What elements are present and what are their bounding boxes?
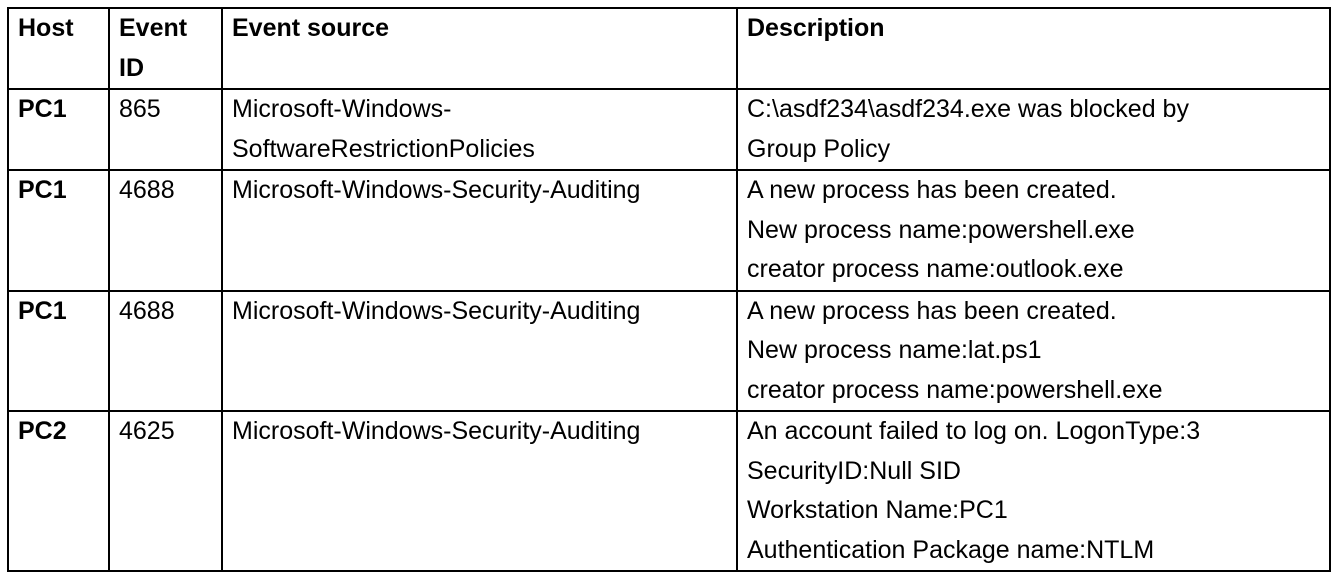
host-cell: PC1 xyxy=(7,88,110,171)
table-row: PC1 4688 Microsoft-Windows-Security-Audi… xyxy=(7,169,1331,292)
event-id-cell: 4625 xyxy=(108,410,223,572)
table-row: PC2 4625 Microsoft-Windows-Security-Audi… xyxy=(7,410,1331,572)
event-log-table: Host Event ID Event source Description P… xyxy=(7,7,1331,572)
event-source-cell: Microsoft-Windows- SoftwareRestrictionPo… xyxy=(221,88,738,171)
header-row: Host Event ID Event source Description xyxy=(7,7,1331,90)
header-description: Description xyxy=(736,7,1331,90)
description-cell: A new process has been created. New proc… xyxy=(736,289,1331,412)
description-cell: A new process has been created. New proc… xyxy=(736,169,1331,292)
table-row: PC1 865 Microsoft-Windows- SoftwareRestr… xyxy=(7,88,1331,171)
event-source-cell: Microsoft-Windows-Security-Auditing xyxy=(221,410,738,572)
header-event-id: Event ID xyxy=(108,7,223,90)
event-source-cell: Microsoft-Windows-Security-Auditing xyxy=(221,289,738,412)
header-host: Host xyxy=(7,7,110,90)
event-source-cell: Microsoft-Windows-Security-Auditing xyxy=(221,169,738,292)
event-id-cell: 4688 xyxy=(108,289,223,412)
host-cell: PC2 xyxy=(7,410,110,572)
table-header: Host Event ID Event source Description xyxy=(7,7,1331,90)
header-event-source: Event source xyxy=(221,7,738,90)
table-body: PC1 865 Microsoft-Windows- SoftwareRestr… xyxy=(7,88,1331,572)
event-id-cell: 4688 xyxy=(108,169,223,292)
description-cell: C:\asdf234\asdf234.exe was blocked by Gr… xyxy=(736,88,1331,171)
table-row: PC1 4688 Microsoft-Windows-Security-Audi… xyxy=(7,289,1331,412)
description-cell: An account failed to log on. LogonType:3… xyxy=(736,410,1331,572)
host-cell: PC1 xyxy=(7,289,110,412)
event-id-cell: 865 xyxy=(108,88,223,171)
host-cell: PC1 xyxy=(7,169,110,292)
